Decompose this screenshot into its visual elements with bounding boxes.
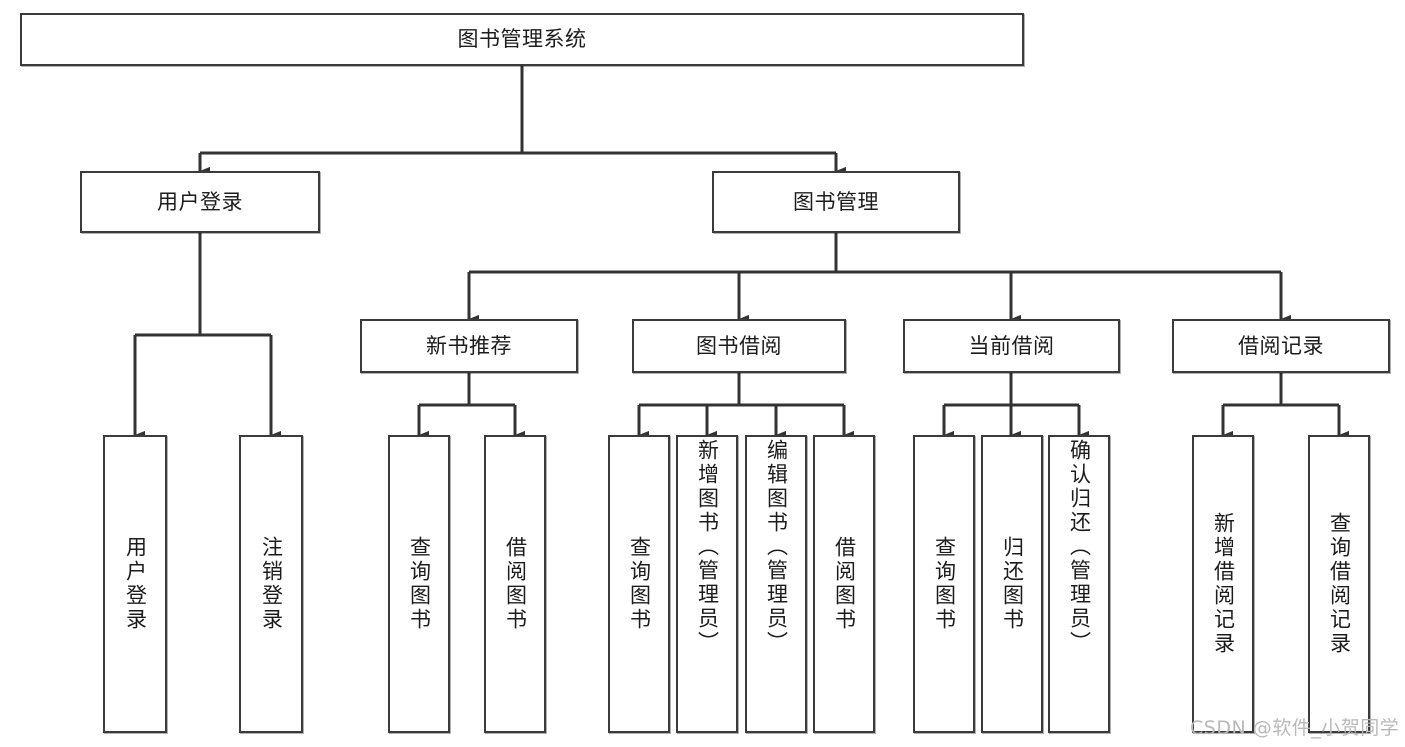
node-root-system-label: 图书管理系统: [457, 27, 587, 52]
node-book-management[interactable]: 图书管理: [712, 171, 960, 233]
node-new-book-recommend[interactable]: 新书推荐: [360, 319, 578, 373]
leaf-user-login-login[interactable]: 用户登录: [103, 435, 167, 733]
csdn-watermark: CSDN @软件_小贺同学: [1190, 717, 1400, 739]
node-book-borrow-label: 图书借阅: [696, 333, 782, 358]
node-root-system[interactable]: 图书管理系统: [20, 13, 1024, 66]
leaf-book-borrow-add-book[interactable]: 新增图书（管理员）: [676, 435, 738, 733]
leaf-new-book-borrow-book-label: 借阅图书: [503, 536, 528, 632]
leaf-book-borrow-edit-book-label: 编辑图书（管理员）: [764, 439, 789, 655]
leaf-book-borrow-query-book[interactable]: 查询图书: [608, 435, 670, 733]
leaf-book-borrow-add-book-label: 新增图书（管理员）: [695, 439, 720, 655]
leaf-current-borrow-query-book[interactable]: 查询图书: [913, 435, 975, 733]
leaf-new-book-query-book[interactable]: 查询图书: [388, 435, 450, 733]
leaf-borrow-record-add-record-label: 新增借阅记录: [1211, 512, 1236, 656]
leaf-new-book-query-book-label: 查询图书: [407, 536, 432, 632]
node-new-book-recommend-label: 新书推荐: [426, 333, 512, 358]
leaf-book-borrow-borrow-book-label: 借阅图书: [832, 536, 857, 632]
node-user-login[interactable]: 用户登录: [80, 171, 320, 233]
node-borrow-record[interactable]: 借阅记录: [1172, 319, 1390, 373]
leaf-user-login-login-label: 用户登录: [123, 536, 148, 632]
leaf-current-borrow-confirm-return-label: 确认归还（管理员）: [1067, 439, 1092, 655]
node-current-borrow-label: 当前借阅: [968, 333, 1055, 358]
node-book-management-label: 图书管理: [793, 189, 879, 214]
leaf-borrow-record-query-record-label: 查询借阅记录: [1327, 512, 1352, 656]
leaf-user-login-logout-label: 注销登录: [259, 536, 284, 632]
leaf-book-borrow-query-book-label: 查询图书: [627, 536, 652, 632]
node-borrow-record-label: 借阅记录: [1238, 333, 1324, 358]
leaf-borrow-record-query-record[interactable]: 查询借阅记录: [1308, 435, 1370, 733]
leaf-borrow-record-add-record[interactable]: 新增借阅记录: [1192, 435, 1254, 733]
leaf-book-borrow-borrow-book[interactable]: 借阅图书: [813, 435, 875, 733]
leaf-current-borrow-return-book-label: 归还图书: [1000, 536, 1025, 632]
node-user-login-label: 用户登录: [157, 189, 243, 214]
node-book-borrow[interactable]: 图书借阅: [632, 319, 846, 373]
leaf-book-borrow-edit-book[interactable]: 编辑图书（管理员）: [745, 435, 807, 733]
leaf-current-borrow-confirm-return[interactable]: 确认归还（管理员）: [1048, 435, 1110, 733]
leaf-new-book-borrow-book[interactable]: 借阅图书: [484, 435, 546, 733]
leaf-user-login-logout[interactable]: 注销登录: [239, 435, 303, 733]
leaf-current-borrow-return-book[interactable]: 归还图书: [981, 435, 1043, 733]
node-current-borrow[interactable]: 当前借阅: [903, 319, 1120, 373]
leaf-current-borrow-query-book-label: 查询图书: [932, 536, 957, 632]
